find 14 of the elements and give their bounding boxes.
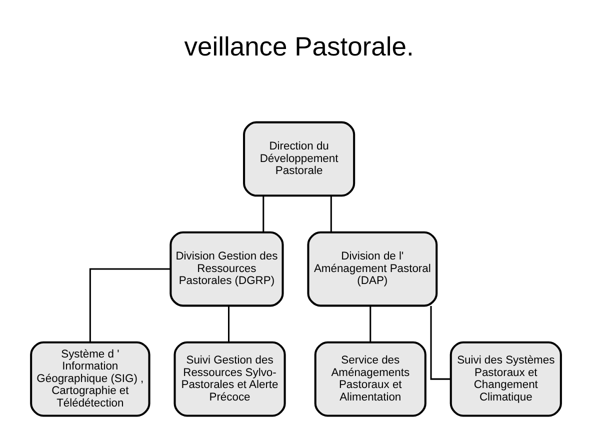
node-box: Système d ' Information Géographique (SIG) , Cartographie et Télédétection — [30, 341, 150, 417]
connector — [369, 306, 371, 342]
node-box: Division de l' Aménagement Pastoral (DAP) — [306, 231, 438, 307]
connector — [430, 306, 450, 380]
node-box: Service des Aménagements Pastoraux et Alimentation — [314, 341, 426, 417]
node-box: Direction du Développement Pastorale — [242, 121, 355, 197]
connector — [88, 268, 170, 342]
connector — [227, 306, 230, 342]
connector — [262, 196, 264, 232]
node-box: Suivi des Systèmes Pastoraux et Changement Climatique — [449, 341, 562, 417]
connector — [330, 196, 332, 232]
label: veillance Pastorale. — [184, 31, 414, 62]
node-box: Division Gestion des Ressources Pastorales (DGRP) — [169, 231, 284, 307]
node-box: Suivi Gestion des Ressources Sylvo-Pastorales et Alerte Précoce — [173, 341, 286, 417]
